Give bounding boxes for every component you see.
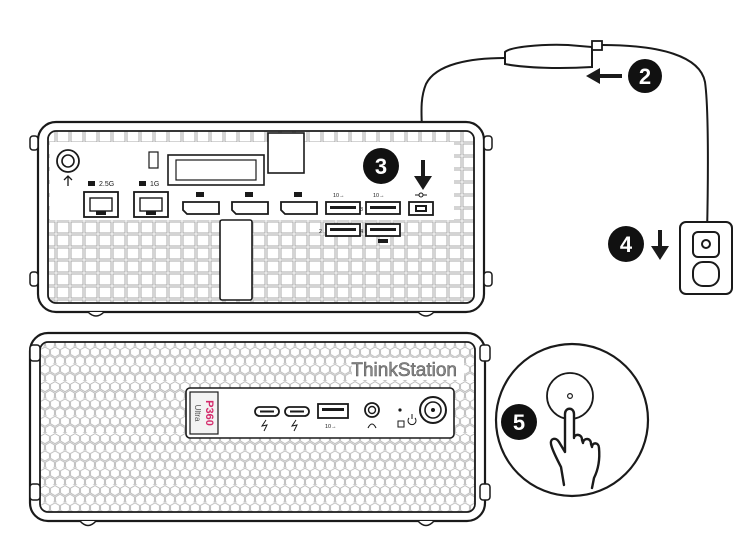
usb-a-port-rear-3 <box>365 201 401 215</box>
usb-port-number-3: 3 <box>360 207 363 213</box>
usb-a-port-front <box>317 403 349 419</box>
antenna-icon <box>63 175 73 186</box>
thunderbolt-icon <box>260 419 268 432</box>
brand-logo: ThinkStation <box>351 360 457 381</box>
usb-rear-mark-left: 10→ <box>333 193 345 199</box>
ethernet-port-2-5g <box>83 191 119 218</box>
step-number-5: 5 <box>513 410 525 435</box>
usb-a-port-rear-4 <box>365 223 401 237</box>
power-symbol-icon <box>407 414 417 426</box>
dc-cable <box>420 57 506 129</box>
usb-a-port-rear-1 <box>325 201 361 215</box>
usb-a-port-rear-2 <box>325 223 361 237</box>
usb-port-number-4: 4 <box>360 229 363 235</box>
step-number-4: 4 <box>620 232 633 257</box>
rear-panel <box>29 120 493 317</box>
ac-cable <box>601 44 709 235</box>
power-in-port <box>408 201 434 216</box>
usb-port-number-2: 2 <box>319 229 322 235</box>
step-badge-5: 5 <box>501 404 537 440</box>
step-badge-3: 3 <box>363 148 399 184</box>
hand-press-icon <box>549 407 601 490</box>
usb-c-port-front-2 <box>284 406 310 417</box>
arrow-down-icon <box>651 230 669 260</box>
audio-jack <box>364 402 380 418</box>
thunderbolt-icon <box>290 419 298 432</box>
power-adapter <box>504 40 603 69</box>
network-icon <box>139 181 146 186</box>
keyboard-icon <box>378 239 388 243</box>
model-name: Ultra <box>193 405 202 422</box>
usb-c-port-front-1 <box>254 406 280 417</box>
status-led <box>398 408 402 412</box>
ethernet-port-1g <box>133 191 169 218</box>
drive-activity-icon <box>397 420 405 428</box>
step-number-3: 3 <box>375 154 387 179</box>
wall-outlet <box>679 221 733 295</box>
power-button[interactable] <box>419 396 447 424</box>
arrow-left-icon <box>586 68 622 84</box>
headset-icon <box>367 423 377 429</box>
usb-rear-mark-right: 10→ <box>373 193 385 199</box>
network-icon <box>88 181 95 186</box>
usb-front-mark: 10→ <box>325 424 337 430</box>
dc-in-icon <box>415 192 427 198</box>
eth-1g-label: 1G <box>150 181 159 188</box>
brand-logo-area <box>352 358 464 380</box>
model-number: P360 <box>203 400 215 426</box>
step-badge-4: 4 <box>608 226 644 262</box>
step-number-2: 2 <box>639 64 651 89</box>
displayport-3 <box>280 192 318 215</box>
arrow-down-icon <box>414 160 432 190</box>
displayport-2 <box>231 192 269 215</box>
step-badge-2: 2 <box>628 59 662 93</box>
eth-25g-label: 2.5G <box>99 181 114 188</box>
displayport-1 <box>182 192 220 215</box>
